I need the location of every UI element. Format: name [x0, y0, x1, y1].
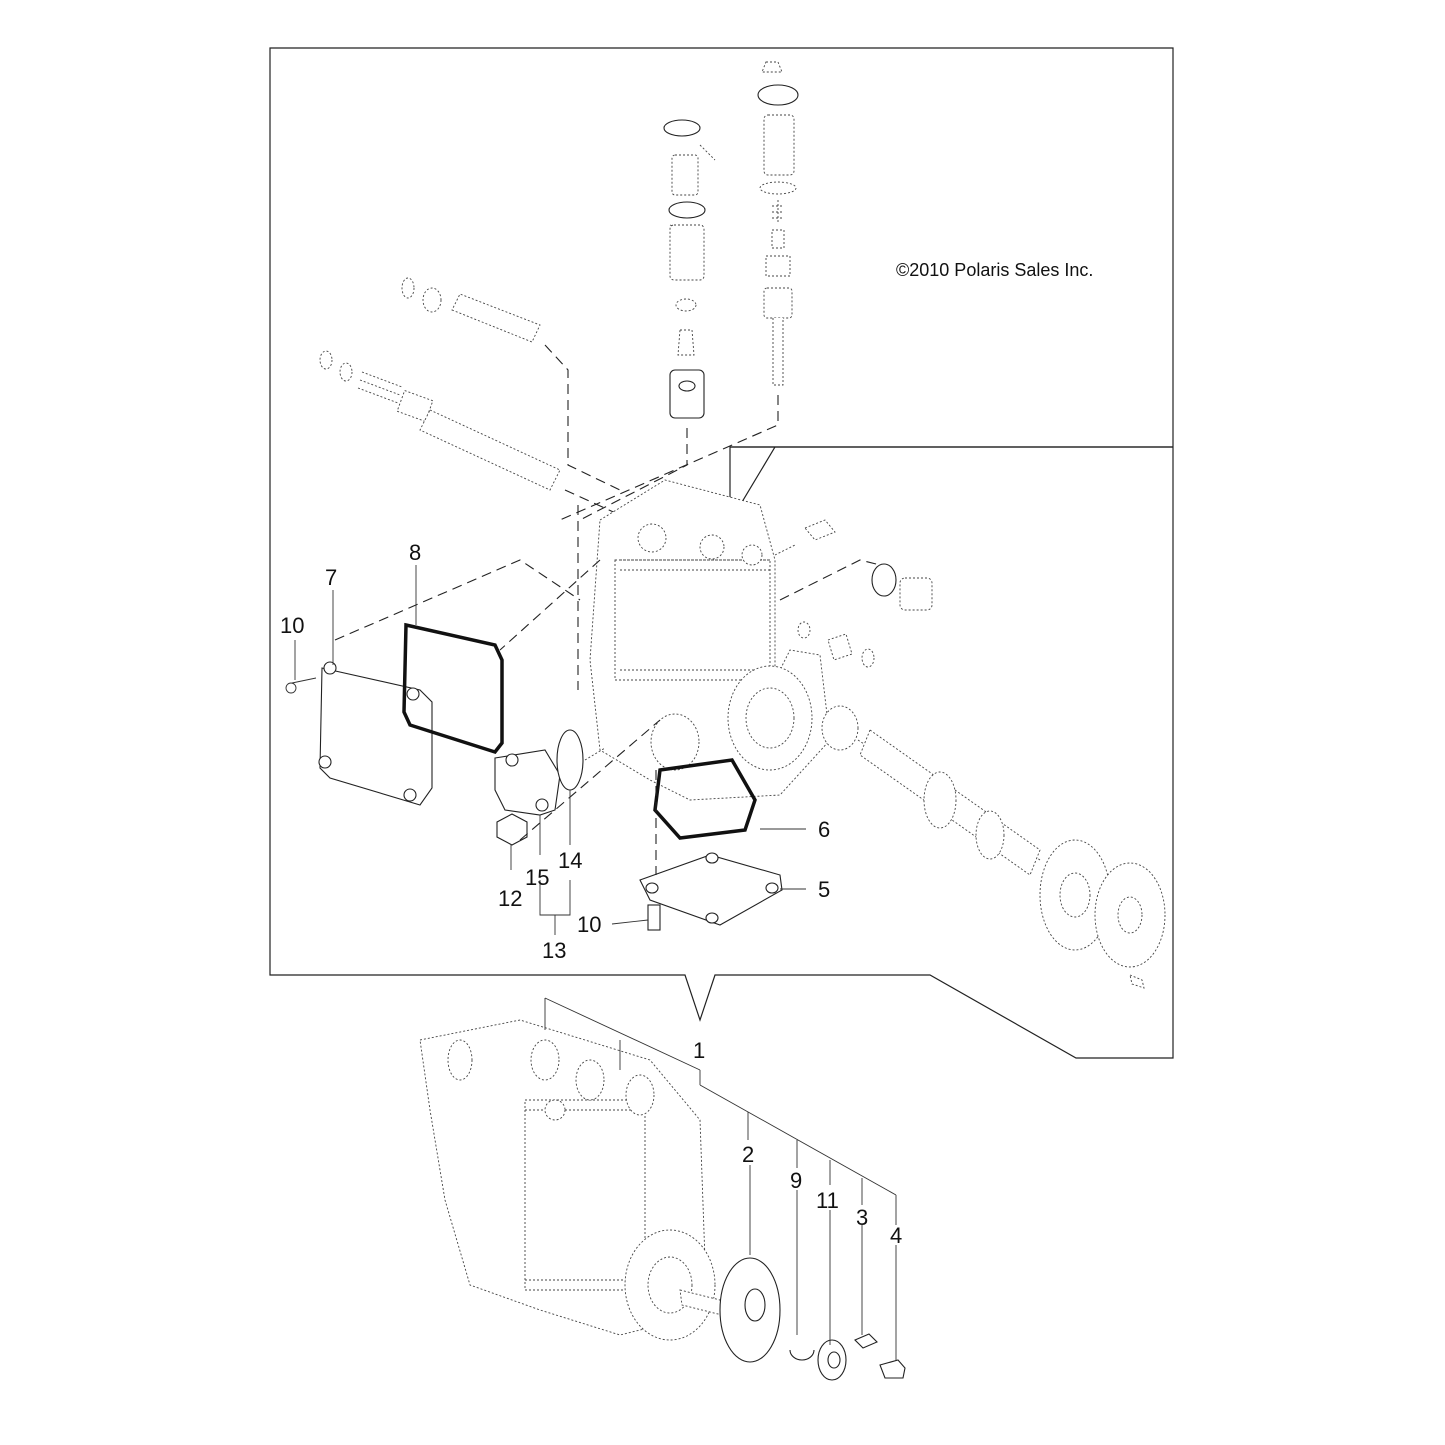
callout-2: 2 [742, 1142, 754, 1167]
delivery-valve-stack [559, 61, 799, 521]
callout-9: 9 [790, 1168, 802, 1193]
pump-assembly [419, 1019, 723, 1341]
callout-10-upper: 10 [280, 613, 304, 638]
lower-small-parts [494, 719, 661, 846]
copyright-text: ©2010 Polaris Sales Inc. [896, 260, 1093, 280]
callout-4: 4 [890, 1223, 902, 1248]
callout-8: 8 [409, 540, 421, 565]
callout-tree [544, 997, 897, 1360]
callout-10-lower: 10 [577, 912, 601, 937]
callout-13: 13 [542, 938, 566, 963]
callout-14: 14 [558, 848, 582, 873]
plunger-stack [579, 119, 716, 521]
pump-body [499, 479, 831, 801]
side-fittings [774, 519, 933, 668]
callout-15: 15 [525, 865, 549, 890]
callout-7: 7 [325, 565, 337, 590]
callout-6: 6 [818, 817, 830, 842]
callout-5: 5 [818, 877, 830, 902]
callout-12: 12 [498, 886, 522, 911]
drive-parts [719, 1257, 906, 1381]
callout-3: 3 [856, 1205, 868, 1230]
callout-1: 1 [693, 1038, 705, 1063]
lower-cover-parts [639, 758, 783, 931]
control-rack-parts [319, 277, 621, 516]
leader-lines [294, 565, 806, 935]
camshaft [821, 705, 1166, 989]
callout-11: 11 [816, 1188, 839, 1213]
cover-plate-and-gasket [285, 559, 581, 806]
